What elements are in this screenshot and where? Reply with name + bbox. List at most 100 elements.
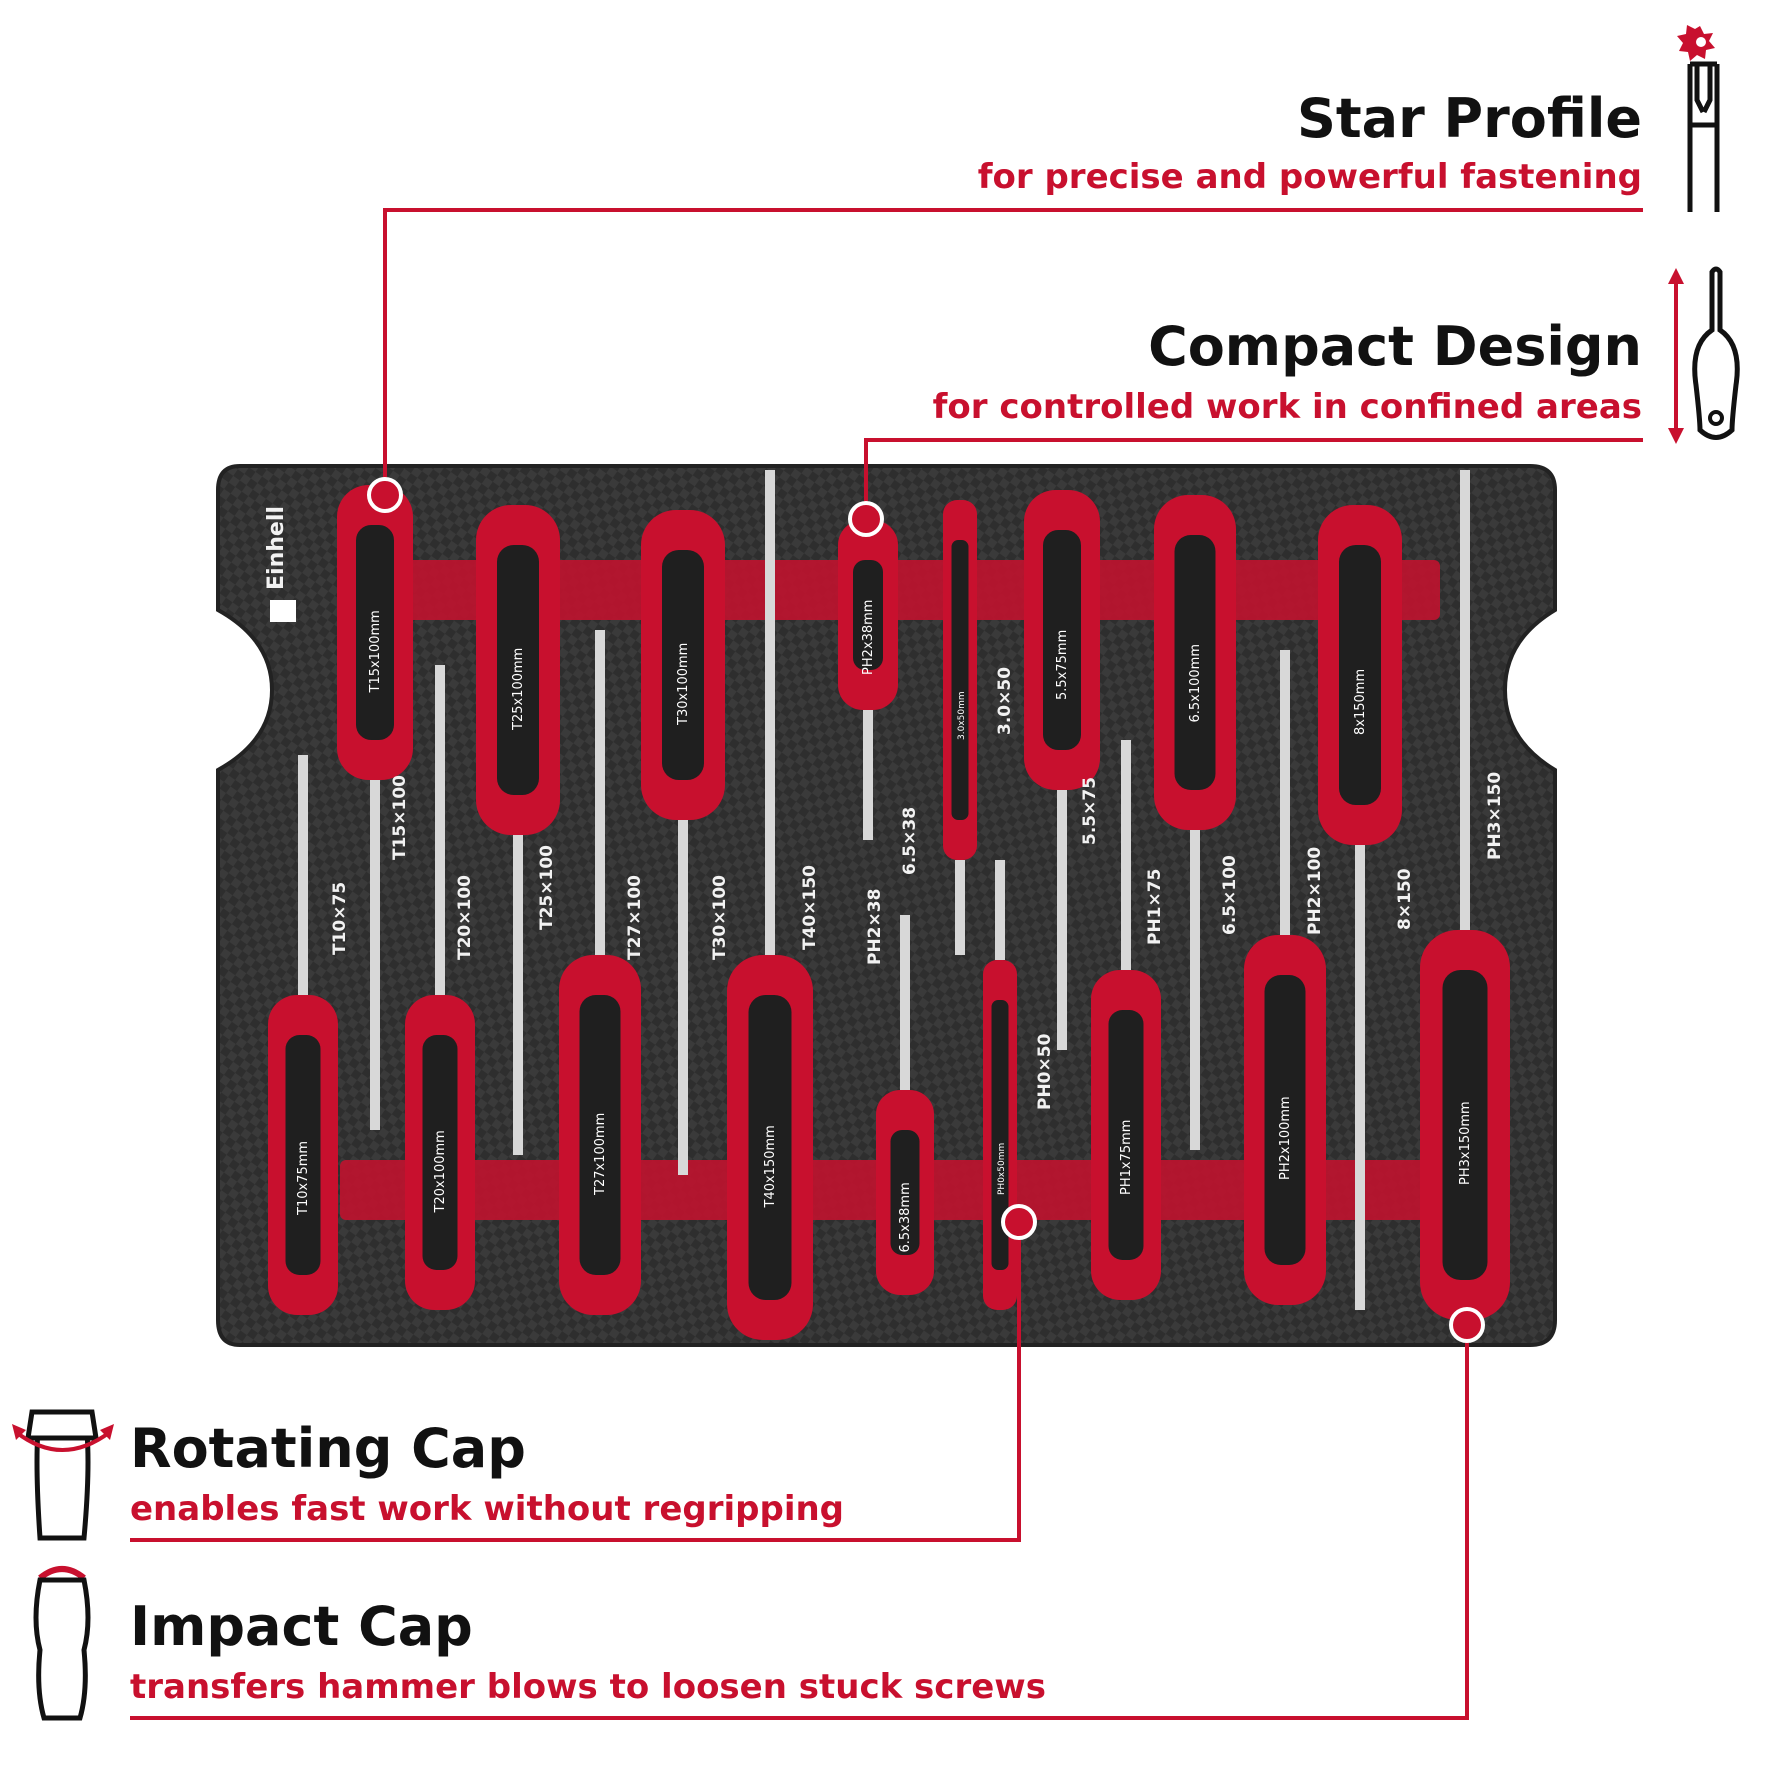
callout-line-rotating-cap xyxy=(130,1222,1021,1542)
callout-line-star-profile xyxy=(383,208,1643,495)
screwdriver: T20x100mm T20×100 xyxy=(405,665,475,1310)
handle-grip xyxy=(951,540,969,820)
tray-size-label: T27×100 xyxy=(625,875,645,960)
handle-label: PH3x150mm xyxy=(1458,1101,1473,1185)
screwdriver-shaft xyxy=(513,835,523,1155)
handle-grip xyxy=(662,550,704,780)
impact-cap-subtitle: transfers hammer blows to loosen stuck s… xyxy=(130,1667,1046,1707)
handle-label: T10x75mm xyxy=(296,1141,311,1216)
brand-label: Einhell xyxy=(264,506,289,590)
screwdriver: 5.5x75mm 5.5×75 xyxy=(1024,490,1100,1050)
screwdriver: T10x75mm T10×75 xyxy=(268,755,350,1315)
screwdriver-shaft xyxy=(1460,470,1470,930)
screwdriver: 3.0x50mm 3.0×50 xyxy=(943,500,1015,955)
handle-grip xyxy=(853,560,883,670)
tray-size-label: T10×75 xyxy=(330,882,350,955)
tray-size-label: T20×100 xyxy=(455,875,475,960)
handle-label: T30x100mm xyxy=(676,643,691,726)
handle-label: T40x150mm xyxy=(763,1125,778,1208)
screwdriver: PH2x100mm PH2×100 xyxy=(1244,650,1326,1305)
rotating-cap-subtitle: enables fast work without regripping xyxy=(130,1489,845,1529)
screwdriver-shaft xyxy=(1190,830,1200,1150)
screwdriver: T40x150mm T40×150 xyxy=(727,470,820,1340)
handle-label: PH2x38mm xyxy=(861,600,876,675)
tray-size-label: T30×100 xyxy=(710,875,730,960)
screwdriver-shaft xyxy=(1355,845,1365,1310)
callout-line-impact-cap xyxy=(130,1325,1469,1720)
handle-grip xyxy=(285,1035,321,1275)
handle-grip xyxy=(497,545,539,795)
tray-size-label: PH3×150 xyxy=(1485,772,1505,860)
screwdriver: T27x100mm T27×100 xyxy=(559,630,645,1315)
screwdriver-shaft xyxy=(955,860,965,955)
handle-grip xyxy=(1174,535,1216,790)
screwdriver-shaft xyxy=(370,780,380,1130)
handle-label: T27x100mm xyxy=(593,1113,608,1196)
compact-design-title: Compact Design xyxy=(1148,315,1642,378)
handle-grip xyxy=(579,995,621,1275)
handle-label: PH0x50mm xyxy=(997,1143,1007,1195)
handle-label: 5.5x75mm xyxy=(1055,630,1070,700)
tray-size-label: 6.5×100 xyxy=(1220,855,1240,935)
tray-size-label: T15×100 xyxy=(390,775,410,860)
screwdriver-shaft xyxy=(1057,790,1067,1050)
screwdriver: 6.5x38mm 6.5×38 xyxy=(876,807,934,1295)
tray-size-label: PH1×75 xyxy=(1145,869,1165,945)
handle-grip xyxy=(1264,975,1306,1265)
handle-label: 8x150mm xyxy=(1353,669,1368,735)
impact-cap-icon xyxy=(33,1566,91,1721)
screwdriver-shaft xyxy=(900,915,910,1090)
tray-size-label: 3.0×50 xyxy=(995,667,1015,735)
handle-grip xyxy=(1108,1010,1144,1260)
compact-design-subtitle: for controlled work in confined areas xyxy=(932,387,1642,427)
handle-grip xyxy=(356,525,394,740)
screwdriver-shaft xyxy=(1121,740,1131,970)
handle-label: 3.0x50mm xyxy=(957,691,967,740)
rotating-cap-icon xyxy=(12,1409,114,1541)
handle-grip xyxy=(422,1035,458,1270)
torx-screwdriver-icon xyxy=(1677,25,1720,212)
handle-grip xyxy=(1043,530,1081,750)
screwdriver-shaft xyxy=(1280,650,1290,935)
tray-size-label: PH2×100 xyxy=(1305,847,1325,935)
handle-label: T15x100mm xyxy=(368,610,383,693)
callout-dot-rotating-cap xyxy=(1001,1204,1037,1240)
screwdriver: 6.5x100mm 6.5×100 xyxy=(1154,495,1240,1150)
screwdriver-set: T10x75mmT10×75T15x100mmT15×100T20x100mmT… xyxy=(268,470,1510,1340)
callout-dot-compact-design xyxy=(848,501,884,537)
rotating-cap-title: Rotating Cap xyxy=(130,1417,526,1480)
handle-label: PH2x100mm xyxy=(1278,1096,1293,1180)
handle-label: PH1x75mm xyxy=(1119,1120,1134,1195)
screwdriver: PH3x150mm PH3×150 xyxy=(1420,470,1510,1320)
tray-size-label: PH2×38 xyxy=(865,889,885,965)
handle-grip xyxy=(890,1130,920,1255)
handle-label: T20x100mm xyxy=(433,1130,448,1213)
screwdriver-shaft xyxy=(995,860,1005,960)
handle-label: T25x100mm xyxy=(511,648,526,731)
callout-dot-impact-cap xyxy=(1449,1307,1485,1343)
handle-grip xyxy=(1339,545,1381,805)
screwdriver-shaft xyxy=(678,820,688,1175)
tray-size-label: 6.5×38 xyxy=(900,807,920,875)
screwdriver-shaft xyxy=(298,755,308,995)
tray-size-label: T25×100 xyxy=(537,845,557,930)
handle-grip xyxy=(1442,970,1488,1280)
screwdriver-shaft xyxy=(765,470,775,955)
handle-grip xyxy=(748,995,792,1300)
handle-label: 6.5x100mm xyxy=(1188,644,1203,723)
callout-dot-star-profile xyxy=(367,477,403,513)
tray-size-label: PH0×50 xyxy=(1035,1033,1055,1110)
tray-size-label: 5.5×75 xyxy=(1080,777,1100,845)
brand-badge: Einhell xyxy=(264,506,296,622)
impact-cap-title: Impact Cap xyxy=(130,1595,473,1658)
callout-line-compact-design xyxy=(864,438,1643,519)
star-profile-subtitle: for precise and powerful fastening xyxy=(977,157,1642,197)
tray-size-label: T40×150 xyxy=(800,865,820,950)
handle-label: 6.5x38mm xyxy=(898,1182,913,1252)
compact-screwdriver-icon xyxy=(1668,266,1740,444)
